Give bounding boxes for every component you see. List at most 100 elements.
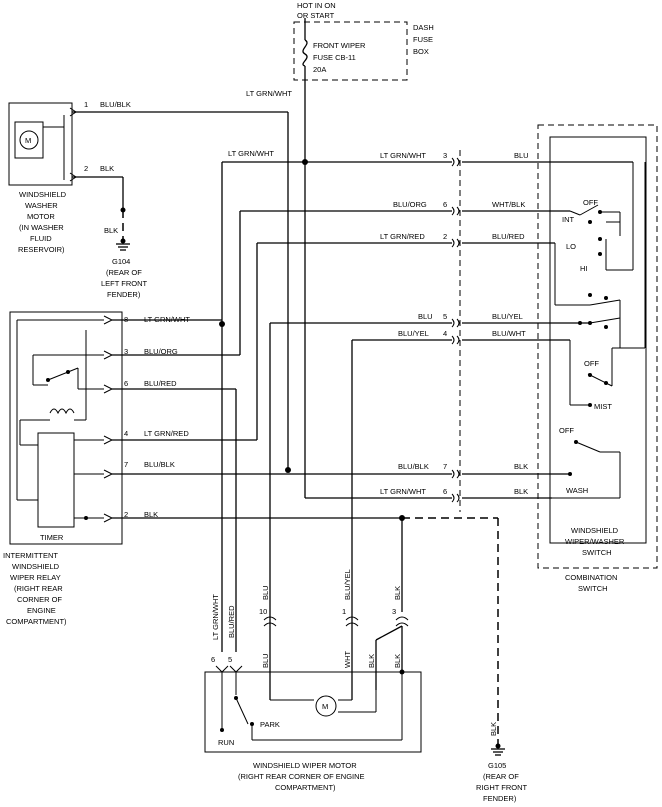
g104-wire-blk: BLK xyxy=(104,226,118,235)
svg-text:6: 6 xyxy=(124,379,128,388)
ground-g104: G104 (REAR OF LEFT FRONT FENDER) xyxy=(101,238,148,299)
combination-switch-outline xyxy=(537,124,658,569)
svg-text:WIPER/WASHER: WIPER/WASHER xyxy=(565,537,625,546)
timer-label: TIMER xyxy=(40,533,64,542)
svg-text:COMPARTMENT): COMPARTMENT) xyxy=(6,617,67,626)
fuse-label-2: FUSE CB-11 xyxy=(313,53,356,62)
svg-text:WINDSHIELD: WINDSHIELD xyxy=(571,526,619,535)
ground-g105: BLK G105 (REAR OF RIGHT FRONT FENDER) xyxy=(476,722,528,803)
wire-label-lt-grn-wht-2: LT GRN/WHT xyxy=(228,149,274,158)
svg-text:LT GRN/WHT: LT GRN/WHT xyxy=(380,151,426,160)
svg-text:BLK: BLK xyxy=(367,654,376,668)
svg-text:7: 7 xyxy=(443,462,447,471)
svg-text:SWITCH: SWITCH xyxy=(582,548,612,557)
intermittent-wiper-relay: TIMER INTERMITTENT WINDSHIELD WIPER RELA… xyxy=(3,311,123,626)
svg-text:ENGINE: ENGINE xyxy=(27,606,56,615)
wiper-run: RUN xyxy=(218,738,234,747)
fuse-box-label-3: BOX xyxy=(413,47,429,56)
svg-text:LT GRN/RED: LT GRN/RED xyxy=(380,232,425,241)
svg-text:WASHER: WASHER xyxy=(25,201,58,210)
switch-int: INT xyxy=(562,215,575,224)
vwire-blu-red: BLU/RED xyxy=(227,605,236,638)
svg-text:FENDER): FENDER) xyxy=(107,290,141,299)
fuse-box-label-1: DASH xyxy=(413,23,434,32)
svg-text:INTERMITTENT: INTERMITTENT xyxy=(3,551,58,560)
svg-text:BLK: BLK xyxy=(393,654,402,668)
svg-text:WINDSHIELD: WINDSHIELD xyxy=(19,190,67,199)
svg-text:WINDSHIELD WIPER MOTOR: WINDSHIELD WIPER MOTOR xyxy=(253,761,357,770)
svg-text:LT GRN/WHT: LT GRN/WHT xyxy=(380,487,426,496)
svg-text:BLU/ORG: BLU/ORG xyxy=(393,200,427,209)
relay-pin3-wire: BLU/ORG xyxy=(144,347,178,356)
svg-text:7: 7 xyxy=(124,460,128,469)
svg-text:BLU: BLU xyxy=(514,151,529,160)
svg-text:6: 6 xyxy=(443,487,447,496)
svg-text:6: 6 xyxy=(443,200,447,209)
svg-text:RESERVOIR): RESERVOIR) xyxy=(18,245,65,254)
washer-pin-2: 2 xyxy=(84,164,88,173)
wiper-motor: 6 5 BLU WHT BLK BLK M PARK RUN WINDSHIEL… xyxy=(204,651,422,792)
svg-text:WINDSHIELD: WINDSHIELD xyxy=(12,562,60,571)
svg-text:WHT: WHT xyxy=(343,651,352,668)
svg-text:BLU/WHT: BLU/WHT xyxy=(492,329,526,338)
svg-text:BLK: BLK xyxy=(489,722,498,736)
svg-text:FENDER): FENDER) xyxy=(483,794,517,803)
fuse-box: HOT IN ON OR START FRONT WIPER FUSE CB-1… xyxy=(293,1,434,498)
svg-text:WHT/BLK: WHT/BLK xyxy=(492,200,525,209)
switch-off-2: OFF xyxy=(584,359,599,368)
washer-wire-blu-blk: BLU/BLK xyxy=(100,100,131,109)
svg-text:FLUID: FLUID xyxy=(30,234,52,243)
wiper-pin-10: 10 xyxy=(259,607,267,616)
relay-coil xyxy=(49,408,75,415)
timer-block xyxy=(37,432,75,528)
switch-off-3: OFF xyxy=(559,426,574,435)
svg-text:SWITCH: SWITCH xyxy=(578,584,608,593)
dash-fuse-box-outline xyxy=(293,21,408,81)
svg-text:LEFT FRONT: LEFT FRONT xyxy=(101,279,148,288)
svg-text:COMBINATION: COMBINATION xyxy=(565,573,617,582)
svg-text:BLU/YEL: BLU/YEL xyxy=(492,312,523,321)
svg-text:4: 4 xyxy=(443,329,447,338)
washer-motor-box xyxy=(8,102,73,186)
svg-text:6: 6 xyxy=(211,655,215,664)
svg-text:BLK: BLK xyxy=(514,462,528,471)
svg-text:5: 5 xyxy=(443,312,447,321)
relay-pin4-wire: LT GRN/RED xyxy=(144,429,189,438)
washer-motor-icon xyxy=(19,130,39,150)
svg-text:4: 4 xyxy=(124,429,128,438)
svg-text:(IN WASHER: (IN WASHER xyxy=(19,223,64,232)
relay-box xyxy=(9,311,123,545)
vwire-blu: BLU xyxy=(261,585,270,600)
svg-text:G104: G104 xyxy=(112,257,130,266)
washer-pin-1: 1 xyxy=(84,100,88,109)
svg-text:BLU: BLU xyxy=(418,312,433,321)
svg-text:M: M xyxy=(322,702,328,711)
svg-text:5: 5 xyxy=(228,655,232,664)
svg-text:3: 3 xyxy=(124,347,128,356)
fuse-label-3: 20A xyxy=(313,65,326,74)
switch-wash: WASH xyxy=(566,486,588,495)
svg-text:M: M xyxy=(25,136,31,145)
svg-text:WIPER RELAY: WIPER RELAY xyxy=(10,573,61,582)
washer-wire-blk: BLK xyxy=(100,164,114,173)
vwire-blu-yel: BLU/YEL xyxy=(343,569,352,600)
svg-text:(RIGHT REAR CORNER OF ENGINE: (RIGHT REAR CORNER OF ENGINE xyxy=(238,772,365,781)
wiper-pin-1: 1 xyxy=(342,607,346,616)
wiper-motor-icon xyxy=(315,695,337,717)
svg-text:RIGHT FRONT: RIGHT FRONT xyxy=(476,783,528,792)
svg-text:(REAR OF: (REAR OF xyxy=(483,772,519,781)
wiper-motor-box xyxy=(204,671,422,753)
svg-text:BLU/YEL: BLU/YEL xyxy=(398,329,429,338)
wire-label-feed: LT GRN/WHT xyxy=(246,89,292,98)
relay-pin7-wire: BLU/BLK xyxy=(144,460,175,469)
switch-row-labels: LT GRN/WHT 3 BLU BLU/ORG 6 WHT/BLK LT GR… xyxy=(380,151,529,496)
svg-text:2: 2 xyxy=(124,510,128,519)
relay-pin6-wire: BLU/RED xyxy=(144,379,177,388)
svg-text:COMPARTMENT): COMPARTMENT) xyxy=(275,783,336,792)
svg-text:2: 2 xyxy=(443,232,447,241)
washer-motor: M 1 BLU/BLK 2 BLK WINDSHIELD WASHER MOTO… xyxy=(8,100,131,254)
svg-text:BLU: BLU xyxy=(261,653,270,668)
combination-switch: OFF INT LO HI OFF MIST OFF WASH WINDSHIE… xyxy=(451,124,658,593)
switch-off-1: OFF xyxy=(583,198,598,207)
